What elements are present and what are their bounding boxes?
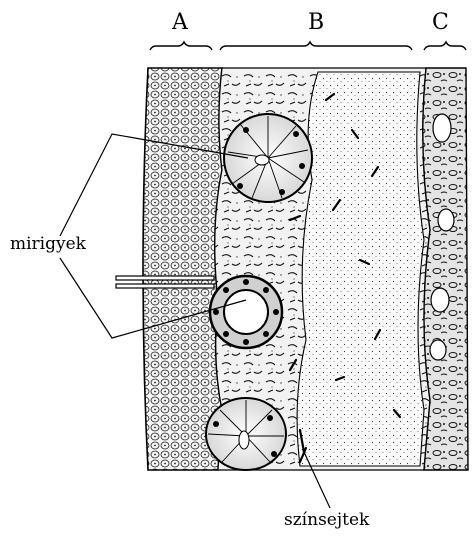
dermis-inner-band (297, 72, 424, 466)
gland-lower (206, 398, 286, 470)
region-brackets (150, 42, 466, 50)
region-a-label: A (172, 12, 188, 34)
epidermis-layer (143, 68, 222, 470)
pigment-cells-label: színsejtek (284, 512, 369, 529)
region-c-label: C (432, 12, 449, 34)
glands-label: mirigyek (10, 236, 86, 253)
gland-upper (224, 114, 312, 202)
region-b-label: B (308, 12, 324, 34)
gland-middle (210, 276, 282, 348)
